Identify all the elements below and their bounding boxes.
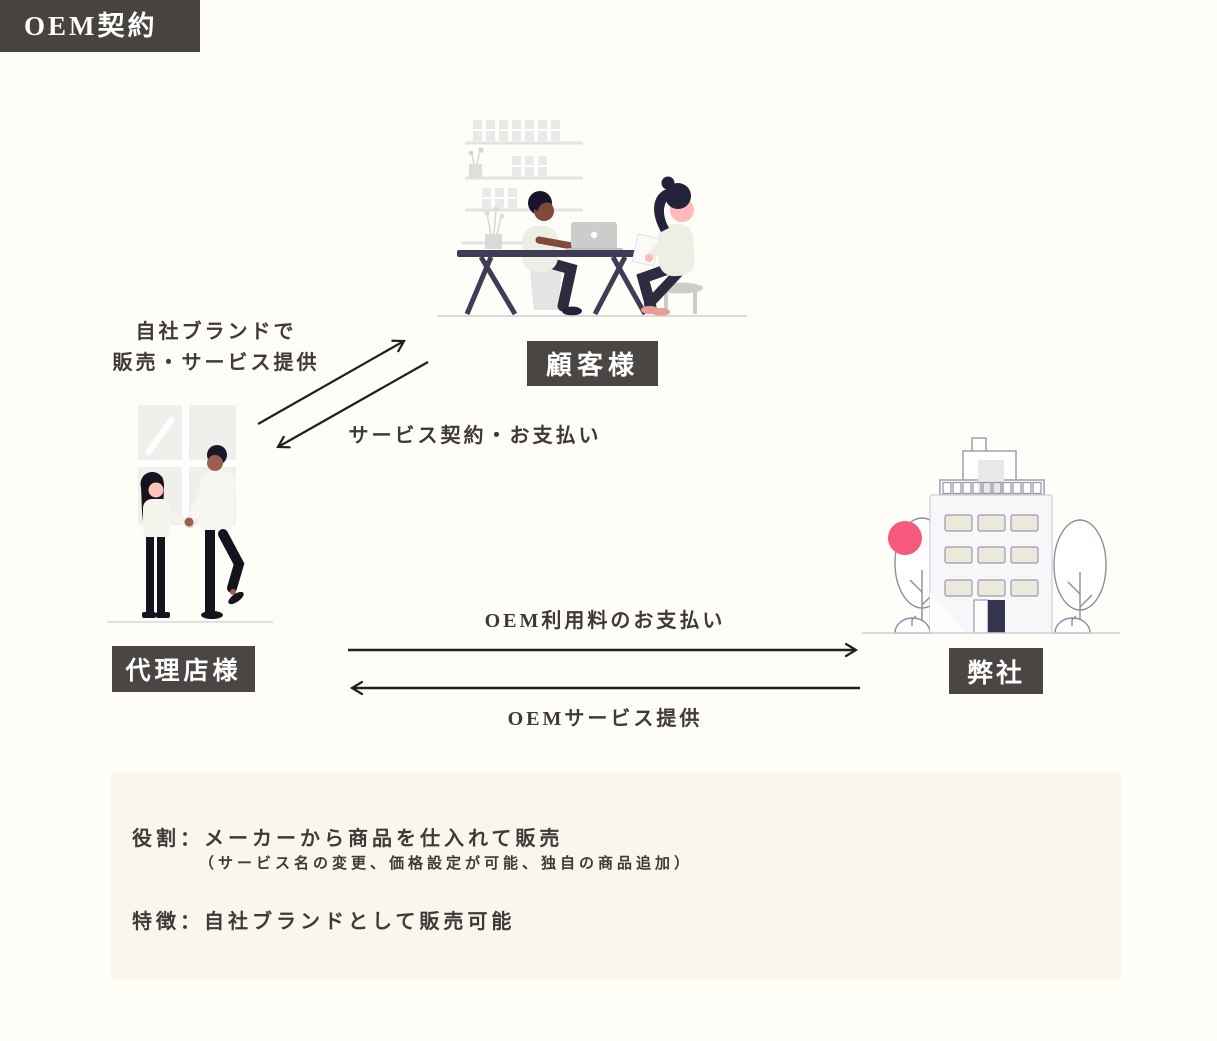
person-left-icon	[522, 191, 582, 316]
building-icon	[929, 437, 1053, 634]
label-company-to-agency: OEMサービス提供	[507, 708, 703, 730]
notes-panel: 役割：メーカーから商品を仕入れて販売 （サービス名の変更、価格設定が可能、独自の…	[111, 772, 1121, 980]
note-role-detail: （サービス名の変更、価格設定が可能、独自の商品追加）	[199, 856, 694, 872]
bottles-icon	[473, 120, 560, 209]
person-right-icon	[631, 176, 703, 316]
label-customer-to-agency: サービス契約・お支払い	[348, 425, 602, 447]
bush-icon	[894, 615, 1091, 634]
company-name-plate: 弊社	[949, 648, 1043, 694]
note-role: 役割：メーカーから商品を仕入れて販売	[132, 828, 564, 850]
customer-name-plate: 顧客様	[527, 341, 658, 386]
label-agency-to-customer: 自社ブランドで 販売・サービス提供	[100, 317, 332, 379]
laptop-icon	[566, 222, 623, 252]
door-white-leaf	[973, 599, 989, 634]
plant-icon	[484, 206, 505, 249]
agency-name-plate: 代理店様	[112, 646, 255, 692]
label-agency-to-company: OEM利用料のお支払い	[484, 610, 726, 632]
table-icon	[457, 250, 649, 316]
diagram-title: OEM契約	[0, 0, 200, 52]
agency-scene-illustration	[107, 405, 273, 623]
company-building-illustration	[862, 437, 1120, 634]
note-feature: 特徴：自社ブランドとして販売可能	[132, 911, 516, 933]
handshake-people-icon	[140, 445, 245, 619]
label-line-1: 自社ブランドで	[135, 321, 297, 343]
shelf-icon	[462, 141, 583, 245]
customer-scene-illustration	[437, 120, 747, 317]
pink-bush-icon	[888, 521, 922, 555]
door-icon	[988, 600, 1005, 633]
label-line-2: 販売・サービス提供	[112, 352, 320, 374]
vase-icon	[468, 147, 484, 177]
